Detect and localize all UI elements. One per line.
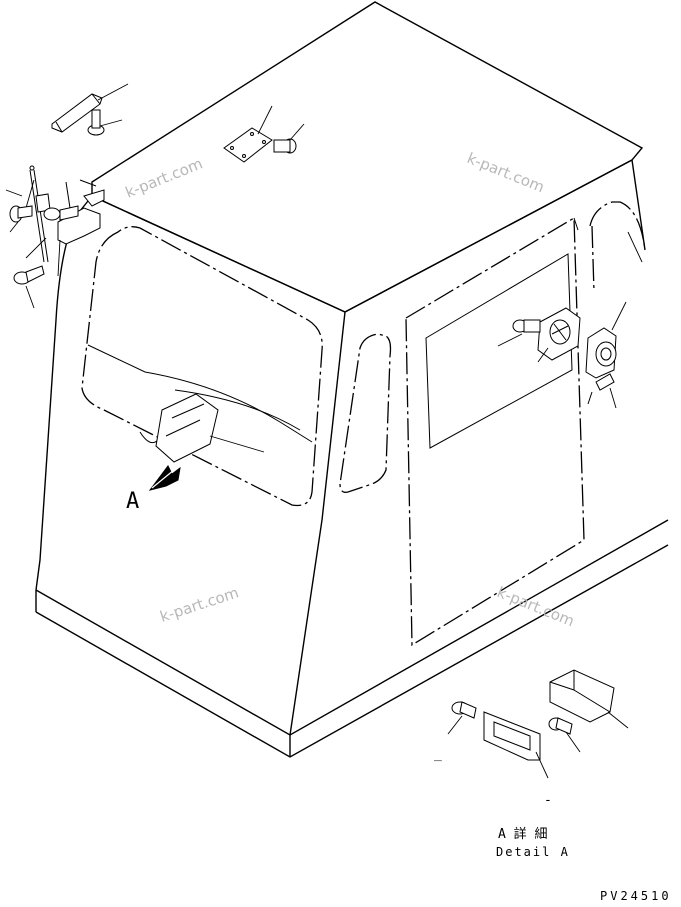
mount-bolt-lower <box>14 238 46 308</box>
door <box>406 218 584 645</box>
cab-body <box>36 2 668 757</box>
antenna-hinge-bracket <box>58 180 104 276</box>
detail-bolt-left <box>448 702 476 734</box>
detail-handle-bracket <box>484 712 548 778</box>
front-windshield <box>82 227 322 506</box>
bracket-bolt <box>88 110 122 135</box>
watermark: k-part.com <box>495 583 577 630</box>
detail-title-jp: A 詳 細 <box>498 826 547 842</box>
roof-plate-bolt <box>274 124 304 153</box>
detail-dash-right: - <box>544 793 552 808</box>
watermark: k-part.com <box>465 149 547 196</box>
grab-handle <box>156 394 264 462</box>
detail-handle-cover <box>550 670 628 728</box>
door-lock <box>538 308 580 362</box>
detail-title-en: Detail A <box>496 845 570 859</box>
mount-bolt-left <box>6 190 32 232</box>
watermark: k-part.com <box>123 154 205 201</box>
antenna-mount-bracket <box>52 84 128 132</box>
detail-dash-left: _ <box>434 747 442 762</box>
hinge-bolt-upper <box>44 206 78 220</box>
callout-leaders <box>628 232 642 262</box>
rear-lock-plate <box>586 302 626 378</box>
detail-bolt-right <box>549 718 580 752</box>
watermark: k-part.com <box>158 583 241 625</box>
rear-lock-key <box>588 374 616 408</box>
door-lock-bolt <box>498 320 540 346</box>
drawing-number: PV24510 <box>600 889 672 903</box>
view-label: A <box>126 489 139 514</box>
roof-cover-plate <box>224 106 272 162</box>
rear-window <box>590 202 645 292</box>
view-arrow <box>150 466 180 490</box>
side-window <box>340 334 391 492</box>
